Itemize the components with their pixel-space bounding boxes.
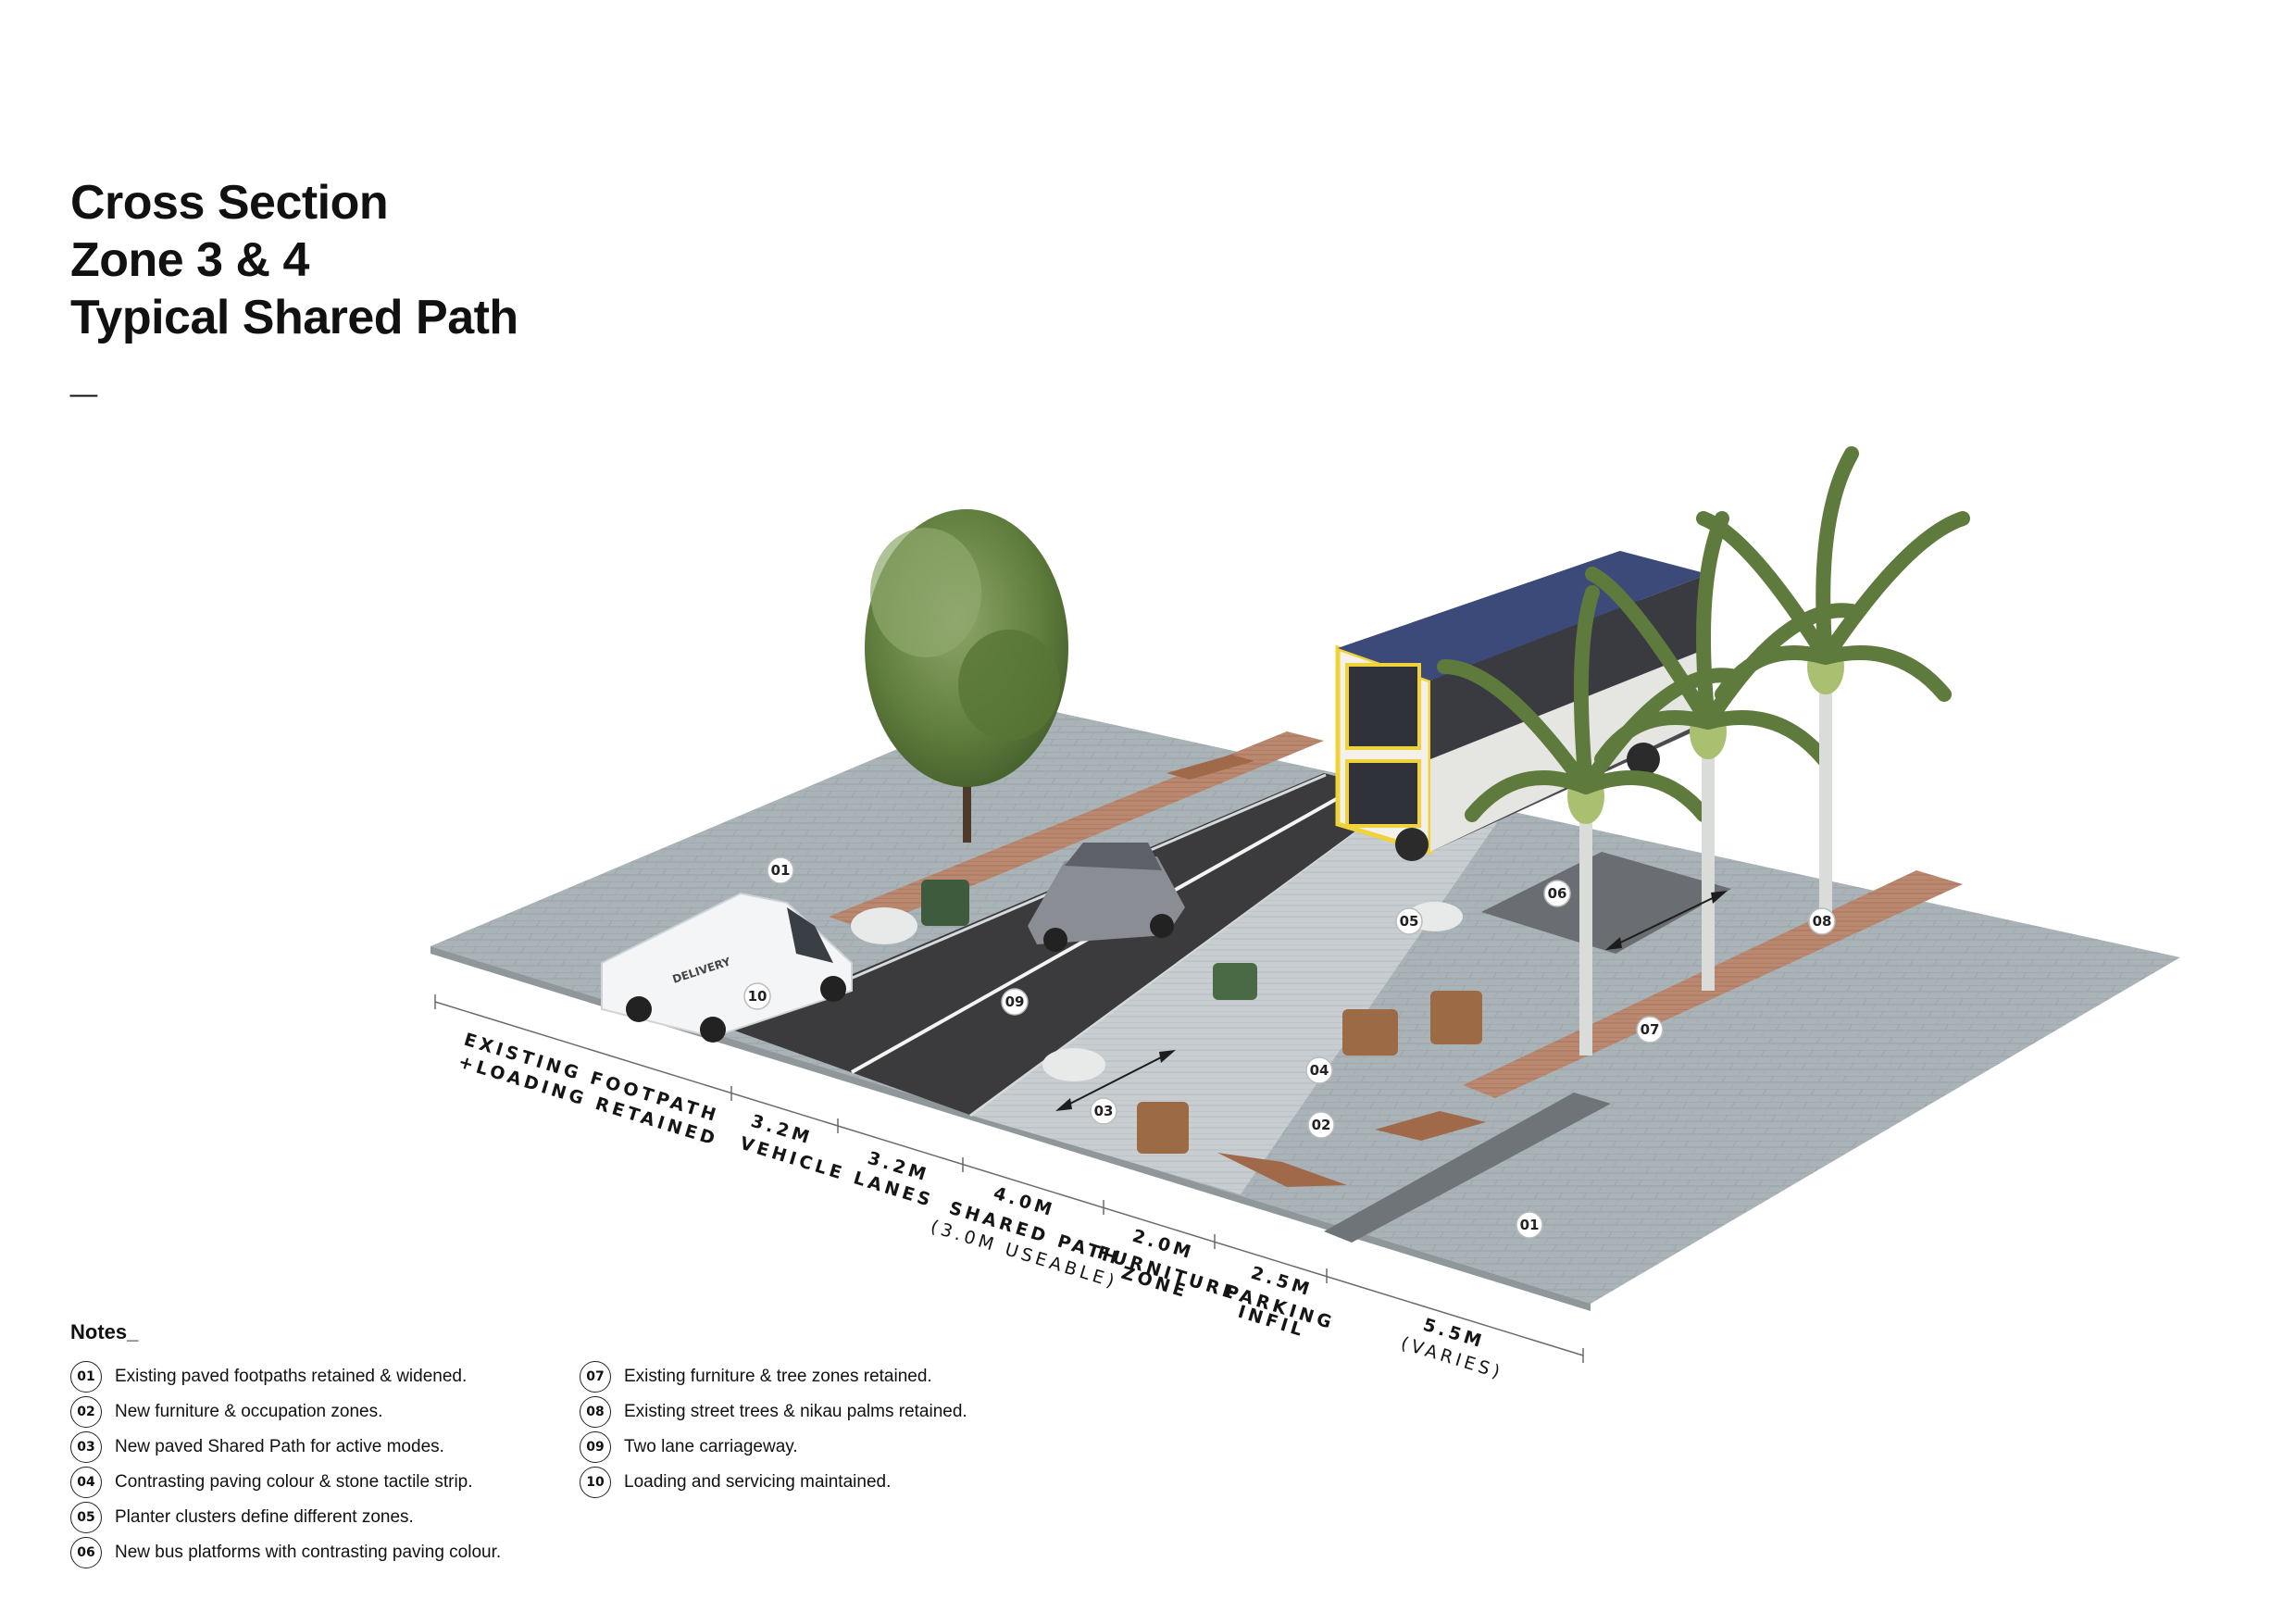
- note-text: Contrasting paving colour & stone tactil…: [115, 1472, 473, 1492]
- svg-text:04: 04: [1310, 1062, 1329, 1079]
- small-car: [1028, 843, 1185, 952]
- notes-title: Notes_: [70, 1320, 139, 1343]
- notes-section: Notes_ 01 Existing paved footpaths retain…: [70, 1320, 1037, 1570]
- note-text: Loading and servicing maintained.: [624, 1472, 892, 1492]
- note-number-badge: 05: [70, 1502, 102, 1533]
- nikau-palm: [1585, 511, 1859, 991]
- notes-column-left: 01 Existing paved footpaths retained & wi…: [70, 1359, 528, 1570]
- dimension-line: [434, 994, 1584, 1363]
- note-text: Planter clusters define different zones.: [115, 1507, 414, 1527]
- svg-text:07: 07: [1641, 1021, 1660, 1038]
- note-item: 07 Existing furniture & tree zones retain…: [580, 1359, 1037, 1394]
- note-item: 02 New furniture & occupation zones.: [70, 1394, 528, 1430]
- note-number-badge: 01: [70, 1361, 102, 1393]
- note-number-badge: 04: [70, 1467, 102, 1498]
- note-text: Existing furniture & tree zones retained…: [624, 1367, 932, 1386]
- svg-text:01: 01: [1520, 1217, 1540, 1233]
- title-dash: _: [70, 348, 97, 402]
- svg-text:09: 09: [1005, 993, 1025, 1010]
- street-tree: [865, 509, 1068, 843]
- note-text: New paved Shared Path for active modes.: [115, 1437, 444, 1456]
- svg-text:06: 06: [1548, 885, 1567, 902]
- callout-03: 03: [1090, 1097, 1117, 1125]
- movement-arrows: [1055, 891, 1728, 1111]
- callout-09: 09: [1001, 988, 1029, 1016]
- note-text: New furniture & occupation zones.: [115, 1402, 383, 1421]
- bus-platform: [1481, 852, 1731, 954]
- notes-column-right: 07 Existing furniture & tree zones retain…: [580, 1359, 1037, 1570]
- svg-text:05: 05: [1400, 913, 1419, 930]
- page-title-line-1: Cross Section: [70, 176, 389, 230]
- svg-text:08: 08: [1813, 913, 1832, 930]
- planters: [851, 880, 1482, 1154]
- note-item: 06 New bus platforms with contrasting pav…: [70, 1535, 528, 1570]
- page-title-line-2: Zone 3 & 4: [70, 233, 309, 287]
- callout-01-near: 01: [1516, 1211, 1543, 1239]
- note-item: 09 Two lane carriageway.: [580, 1430, 1037, 1465]
- note-item: 03 New paved Shared Path for active modes…: [70, 1430, 528, 1465]
- svg-text:02: 02: [1312, 1117, 1331, 1133]
- note-item: 01 Existing paved footpaths retained & wi…: [70, 1359, 528, 1394]
- title-block: Cross Section Zone 3 & 4 Typical Shared …: [70, 174, 518, 402]
- svg-text:01: 01: [771, 862, 791, 879]
- nikau-palm: [1696, 446, 1970, 926]
- nikau-palm: [1437, 585, 1739, 1056]
- note-number-badge: 03: [70, 1431, 102, 1463]
- nikau-palms: [1437, 446, 1970, 1056]
- note-item: 10 Loading and servicing maintained.: [580, 1465, 1037, 1500]
- note-text: Existing street trees & nikau palms reta…: [624, 1402, 967, 1421]
- callout-01-far: 01: [767, 856, 794, 884]
- note-text: Two lane carriageway.: [624, 1437, 798, 1456]
- note-number-badge: 09: [580, 1431, 611, 1463]
- note-number-badge: 06: [70, 1537, 102, 1568]
- benches: [1167, 755, 1486, 1187]
- callout-07: 07: [1636, 1016, 1664, 1043]
- note-item: 04 Contrasting paving colour & stone tact…: [70, 1465, 528, 1500]
- note-item: 05 Planter clusters define different zone…: [70, 1500, 528, 1535]
- callout-06: 06: [1543, 880, 1571, 907]
- note-number-badge: 08: [580, 1396, 611, 1428]
- svg-text:03: 03: [1094, 1103, 1114, 1119]
- delivery-van: DELIVERY: [601, 892, 853, 1043]
- tactile-strip: [1324, 1093, 1611, 1243]
- callout-04: 04: [1305, 1056, 1333, 1084]
- note-text: Existing paved footpaths retained & wide…: [115, 1367, 468, 1386]
- note-number-badge: 02: [70, 1396, 102, 1428]
- callout-02: 02: [1307, 1111, 1335, 1139]
- callout-08: 08: [1808, 907, 1836, 935]
- callouts: 01 01 02 03 04 05 06 07 08 09 10: [743, 856, 1836, 1239]
- note-text: New bus platforms with contrasting pavin…: [115, 1543, 502, 1562]
- svg-text:10: 10: [748, 988, 767, 1005]
- page-title-line-3: Typical Shared Path: [70, 291, 518, 344]
- note-item: 08 Existing street trees & nikau palms re…: [580, 1394, 1037, 1430]
- callout-10: 10: [743, 982, 771, 1010]
- note-number-badge: 10: [580, 1467, 611, 1498]
- callout-05: 05: [1395, 907, 1423, 935]
- note-number-badge: 07: [580, 1361, 611, 1393]
